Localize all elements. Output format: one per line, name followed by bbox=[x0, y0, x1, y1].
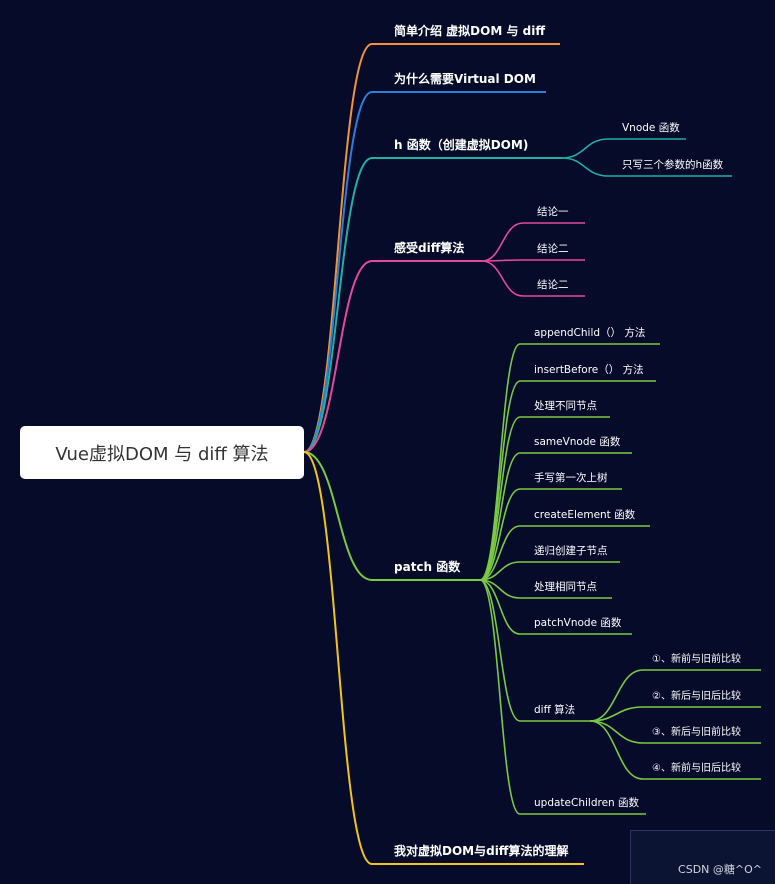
child-label[interactable]: 结论一 bbox=[537, 205, 569, 218]
child-connector bbox=[479, 579, 521, 635]
grandchild-label[interactable]: ②、新后与旧后比较 bbox=[652, 689, 741, 702]
watermark: CSDN @糖^O^ bbox=[630, 830, 775, 884]
child-label[interactable]: appendChild（） 方法 bbox=[534, 326, 645, 339]
root-node[interactable]: Vue虚拟DOM 与 diff 算法 bbox=[20, 426, 304, 479]
child-connector bbox=[479, 488, 521, 581]
child-label[interactable]: 处理相同节点 bbox=[534, 580, 597, 593]
root-label: Vue虚拟DOM 与 diff 算法 bbox=[55, 443, 269, 465]
child-connector bbox=[479, 579, 521, 722]
grandchild-label[interactable]: ①、新前与旧前比较 bbox=[652, 652, 741, 665]
child-label[interactable]: 只写三个参数的h函数 bbox=[622, 158, 724, 171]
child-connector bbox=[479, 579, 521, 815]
grandchild-connector bbox=[589, 669, 644, 722]
branch-label[interactable]: 为什么需要Virtual DOM bbox=[394, 71, 536, 86]
grandchild-connector bbox=[589, 720, 644, 744]
branch-label[interactable]: 感受diff算法 bbox=[394, 240, 464, 255]
child-label[interactable]: 处理不同节点 bbox=[534, 400, 597, 412]
child-label[interactable]: 递归创建子节点 bbox=[534, 544, 608, 557]
child-connector bbox=[479, 416, 521, 581]
child-connector bbox=[479, 561, 521, 581]
child-connector bbox=[479, 380, 521, 581]
child-label[interactable]: createElement 函数 bbox=[534, 508, 636, 521]
branch-connector bbox=[303, 451, 373, 865]
child-label[interactable]: 手写第一次上树 bbox=[534, 471, 608, 484]
branch-connector bbox=[303, 451, 373, 581]
grandchild-label[interactable]: ③、新后与旧前比较 bbox=[652, 725, 741, 738]
grandchild-connector bbox=[589, 706, 644, 722]
branch-label[interactable]: 我对虚拟DOM与diff算法的理解 bbox=[394, 843, 569, 858]
child-label[interactable]: insertBefore（） 方法 bbox=[534, 363, 644, 376]
child-connector bbox=[561, 157, 609, 177]
branch-label[interactable]: 简单介绍 虚拟DOM 与 diff bbox=[394, 23, 545, 38]
branch-label[interactable]: h 函数（创建虚拟DOM) bbox=[394, 137, 528, 152]
child-label[interactable]: Vnode 函数 bbox=[622, 121, 680, 134]
branch-label[interactable]: patch 函数 bbox=[394, 559, 461, 574]
child-connector bbox=[481, 222, 524, 262]
child-connector bbox=[561, 138, 609, 159]
grandchild-connector bbox=[589, 720, 644, 780]
child-label[interactable]: 结论二 bbox=[537, 278, 569, 291]
child-label[interactable]: updateChildren 函数 bbox=[534, 796, 640, 809]
watermark-text: CSDN @糖^O^ bbox=[678, 863, 762, 876]
child-label[interactable]: patchVnode 函数 bbox=[534, 616, 622, 629]
child-label[interactable]: diff 算法 bbox=[534, 703, 575, 716]
child-connector bbox=[481, 260, 524, 297]
branch-connector bbox=[303, 91, 373, 453]
branch-connector bbox=[303, 157, 373, 453]
child-label[interactable]: 结论二 bbox=[537, 242, 569, 255]
child-connector bbox=[479, 343, 521, 581]
child-connector bbox=[479, 452, 521, 581]
branch-connector bbox=[303, 260, 373, 453]
grandchild-label[interactable]: ④、新前与旧后比较 bbox=[652, 761, 741, 774]
child-label[interactable]: sameVnode 函数 bbox=[534, 435, 621, 448]
child-connector bbox=[479, 525, 521, 581]
